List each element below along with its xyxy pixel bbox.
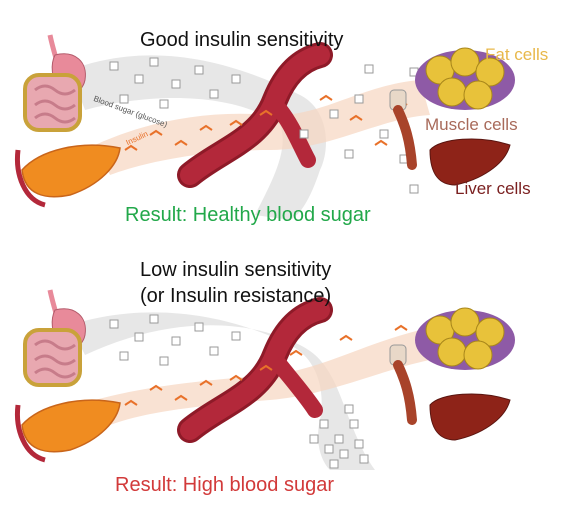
top-panel-art bbox=[14, 34, 515, 220]
glucose-cubes-bottom bbox=[109, 314, 369, 469]
pancreas-icon bbox=[14, 144, 121, 208]
bottom-panel-title-line2: (or Insulin resistance) bbox=[140, 285, 332, 307]
fat-cells-label: Fat cells bbox=[485, 45, 549, 64]
arm-muscle-icon bbox=[389, 89, 417, 170]
glucose-cubes-top bbox=[109, 57, 419, 194]
top-panel-title: Good insulin sensitivity bbox=[140, 29, 344, 51]
liver-icon bbox=[429, 138, 511, 186]
bottom-panel-title-line1: Low insulin sensitivity bbox=[140, 259, 332, 281]
bottom-panel-result: Result: High blood sugar bbox=[115, 474, 335, 496]
blood-vessel-icon bbox=[177, 42, 333, 188]
arm-muscle-icon bbox=[389, 344, 417, 425]
intestine-coils bbox=[34, 84, 76, 124]
fat-cells-icon bbox=[415, 307, 515, 370]
intestine-coils bbox=[34, 339, 76, 379]
insulin-molecules-bottom bbox=[124, 324, 408, 406]
top-panel-result: Result: Healthy blood sugar bbox=[125, 204, 371, 226]
digestive-system bbox=[23, 34, 86, 132]
digestive-system bbox=[23, 289, 86, 387]
pancreas-icon bbox=[14, 399, 121, 463]
blood-vessel-icon bbox=[177, 297, 333, 443]
liver-icon bbox=[429, 393, 511, 441]
bottom-panel-art bbox=[14, 289, 515, 470]
fat-cells-icon bbox=[415, 47, 515, 110]
muscle-cells-label: Muscle cells bbox=[425, 115, 518, 134]
liver-cells-label: Liver cells bbox=[455, 179, 531, 198]
glucose-stream bbox=[70, 55, 326, 220]
